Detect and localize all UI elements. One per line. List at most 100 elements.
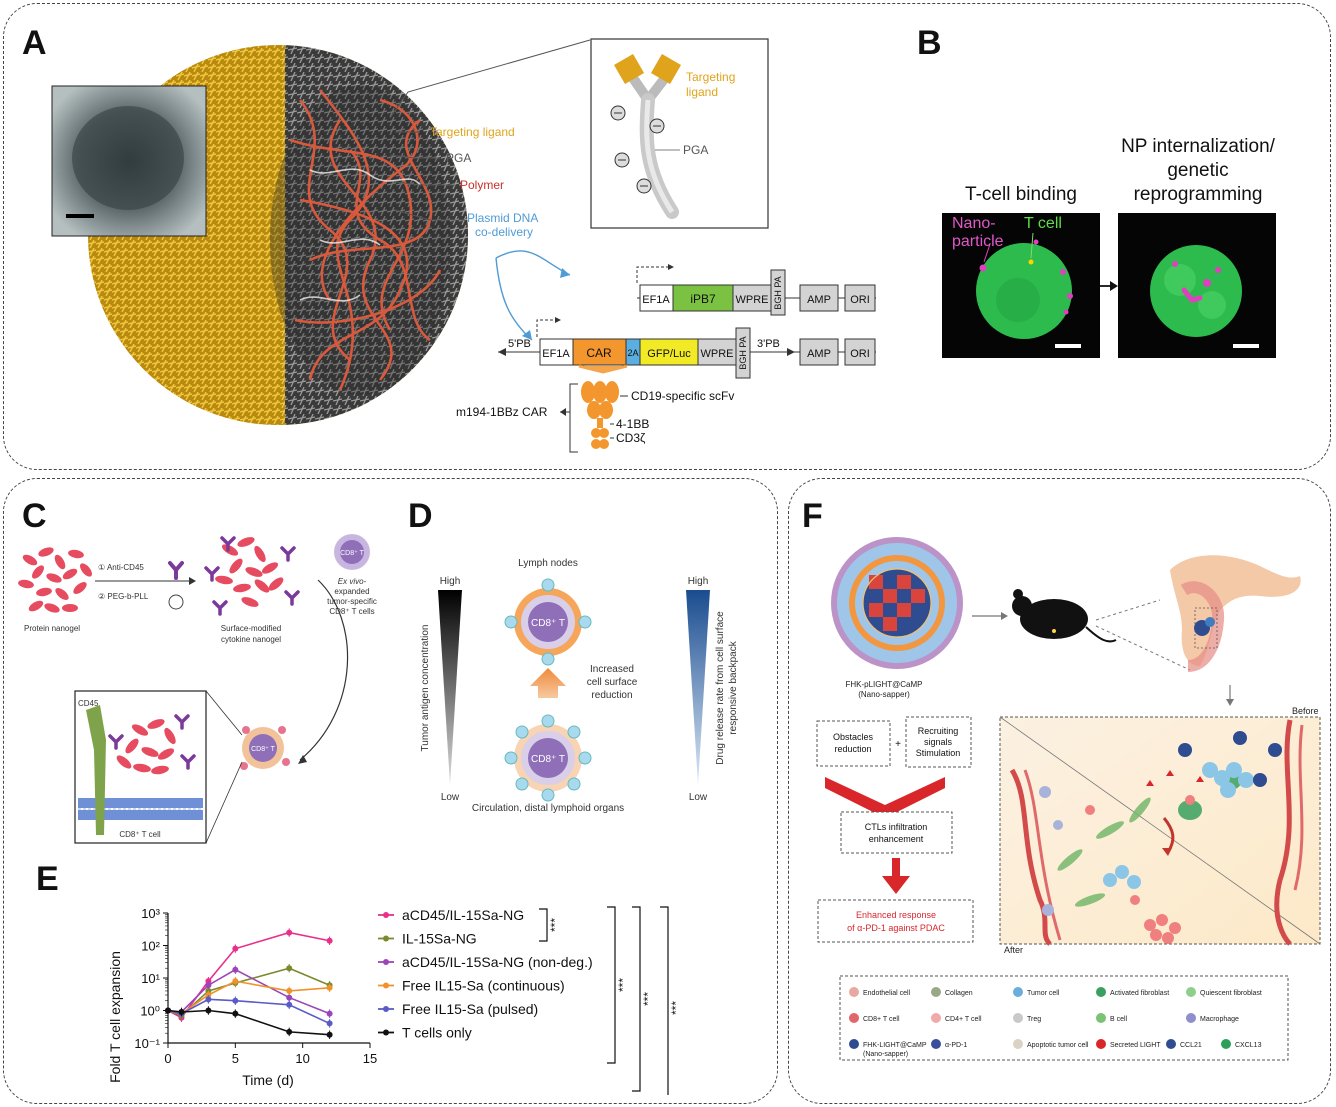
c2-wpre: WPRE <box>701 348 734 360</box>
legend-icon <box>1013 1039 1023 1049</box>
legend-icon <box>849 987 859 997</box>
d-cell-top <box>504 578 592 666</box>
f-obstacles-1: Obstacles <box>833 732 874 742</box>
c2-ori: ORI <box>850 348 870 360</box>
legend-icon <box>1186 1013 1196 1023</box>
y-tick-label: 10³ <box>141 906 160 921</box>
car-scfv: CD19-specific scFv <box>631 389 734 403</box>
x-tick-label: 5 <box>232 1051 239 1066</box>
b-label-nano-2: particle <box>952 233 1004 250</box>
d-increased-3: reduction <box>591 690 632 701</box>
data-point <box>232 945 239 952</box>
f-merge-chevron <box>825 777 945 818</box>
legend-label: Tumor cell <box>1027 990 1060 997</box>
c-surface-mod-2: cytokine nanogel <box>221 635 281 644</box>
label-plasmid-1: Plasmid DNA <box>467 211 538 225</box>
legend-label: FHK-LIGHT@CaMP <box>863 1042 927 1049</box>
x-tick-label: 0 <box>164 1051 171 1066</box>
c2-gfp: GFP/Luc <box>647 348 691 360</box>
significance-label: *** <box>641 992 655 1006</box>
b-title-right-2: genetic <box>1167 160 1228 181</box>
data-point <box>326 1020 333 1027</box>
car-41bb: 4-1BB <box>616 417 649 431</box>
d-increased-1: Increased <box>590 664 634 675</box>
d-left-wedge <box>438 590 462 785</box>
d-lymph: Lymph nodes <box>518 558 578 569</box>
mouse-icon <box>1012 589 1117 643</box>
legend-label: CXCL13 <box>1235 1042 1262 1049</box>
f-after: After <box>1004 945 1023 955</box>
panel-cde-frame <box>3 478 778 1104</box>
label-polymer: Polymer <box>460 178 504 192</box>
b-title-left: T-cell binding <box>965 184 1077 205</box>
data-point <box>326 1010 333 1017</box>
c2-5pb: 5'PB <box>508 338 531 350</box>
legend-label: Macrophage <box>1200 1016 1239 1023</box>
c2-bghpa: BGH PA <box>738 336 748 369</box>
data-point <box>232 997 239 1004</box>
data-point <box>165 1007 171 1014</box>
c2-car: CAR <box>586 346 612 360</box>
legend-label: Free IL15-Sa (pulsed) <box>402 1001 538 1017</box>
c-cd45-receptor <box>86 705 106 835</box>
legend-label: Collagen <box>945 990 973 997</box>
legend-label: Apoptotic tumor cell <box>1027 1042 1089 1049</box>
c1-ipb7: iPB7 <box>690 292 716 306</box>
legend-label: CD8+ T cell <box>863 1016 900 1023</box>
d-right-axis-1: Drug release rate from cell surface <box>715 611 726 765</box>
label-pga: PGA <box>446 151 471 165</box>
c-step2: ② PEG-b-PLL <box>98 592 149 601</box>
panel-letter-f: F <box>802 497 823 535</box>
data-point <box>326 1031 333 1038</box>
panel-letter-d: D <box>408 497 433 535</box>
f-recruit-1: Recruiting <box>918 726 959 736</box>
y-tick-label: 10² <box>141 939 160 954</box>
legend-icon <box>1096 987 1106 997</box>
significance-label: *** <box>548 918 562 932</box>
c2-amp: AMP <box>807 348 831 360</box>
legend-label: Activated fibroblast <box>1110 990 1169 997</box>
f-obstacles-box <box>816 720 891 767</box>
plasmid-arrow <box>495 250 571 276</box>
y-tick-label: 10⁻¹ <box>134 1036 160 1051</box>
inset-pga-label: PGA <box>683 143 708 157</box>
c-exvivo-4: CD8⁺ T cells <box>329 607 374 616</box>
legend-label: Quiescent fibroblast <box>1200 990 1262 997</box>
scale-bar <box>66 214 94 218</box>
inset-ligand-label-1: Targeting <box>686 70 735 84</box>
d-cell-bottom <box>504 714 592 802</box>
d-low-left: Low <box>441 792 460 803</box>
legend-label: IL-15Sa-NG <box>402 931 477 947</box>
label-targeting-ligand: Targeting ligand <box>430 125 515 139</box>
legend-icon <box>849 1013 859 1023</box>
legend-swatch-marker <box>383 959 389 965</box>
c2-2a: 2A <box>627 348 638 358</box>
c2-ef1a: EF1A <box>542 348 570 360</box>
legend-icon <box>1013 1013 1023 1023</box>
b-label-tcell: T cell <box>1024 215 1062 232</box>
data-point <box>232 1010 239 1017</box>
data-point <box>205 1007 212 1014</box>
legend-icon <box>1186 987 1196 997</box>
legend-label: Treg <box>1027 1016 1041 1023</box>
f-recruit-box <box>905 716 972 768</box>
c1-bghpa: BGH PA <box>773 276 783 309</box>
panel-f-diagram: FHK-pLIGHT@CaMP (Nano-sapper) Obstacles … <box>816 537 1321 1061</box>
c-cd8-top-label: CD8⁺ T <box>340 550 365 557</box>
legend-label: T cells only <box>402 1025 472 1041</box>
y-tick-label: 10¹ <box>141 971 160 986</box>
f-legend-box <box>839 975 1289 1061</box>
data-point <box>286 994 293 1001</box>
c1-ori: ORI <box>850 294 870 306</box>
data-point <box>232 978 239 985</box>
legend-label: Endothelial cell <box>863 990 911 997</box>
c-exvivo-3: tumor-specific <box>327 597 377 606</box>
anti-cd45-icon <box>168 561 184 580</box>
legend-swatch-marker <box>383 982 389 989</box>
significance-bracket <box>607 906 616 1064</box>
data-point <box>286 1001 293 1008</box>
d-high-left: High <box>440 576 461 587</box>
legend-label: α-PD-1 <box>945 1042 967 1049</box>
d-cd8-top: CD8⁺ T <box>531 618 565 629</box>
